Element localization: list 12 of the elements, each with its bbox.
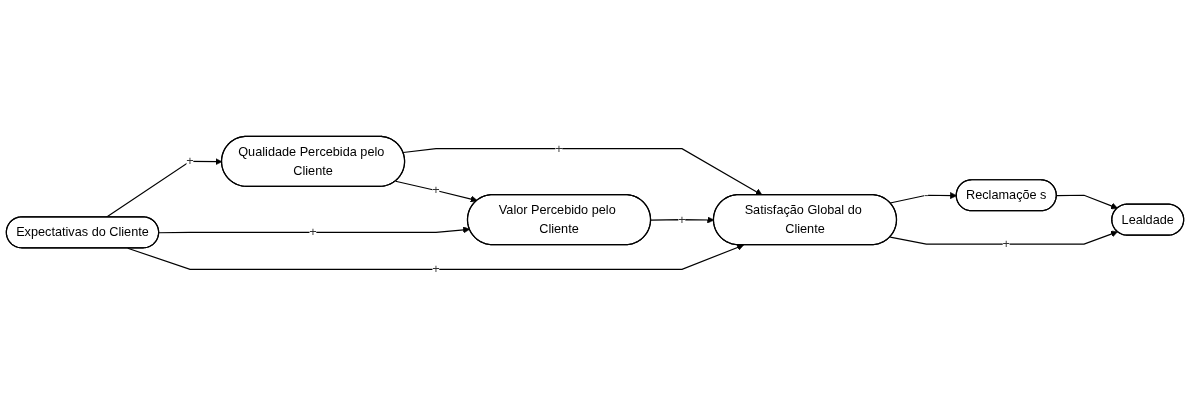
edge-label: + [555, 141, 563, 156]
edge-label: + [309, 225, 317, 240]
edge-label: + [1002, 237, 1010, 251]
edge-label: - [924, 188, 929, 202]
edge-label: + [432, 183, 440, 198]
edge-label: + [186, 154, 194, 169]
arrow [1056, 195, 1118, 210]
arrow [889, 192, 957, 204]
arrow [889, 231, 1118, 245]
edge-label: + [432, 262, 440, 277]
edge-label: + [678, 212, 686, 227]
arrow [158, 226, 470, 234]
